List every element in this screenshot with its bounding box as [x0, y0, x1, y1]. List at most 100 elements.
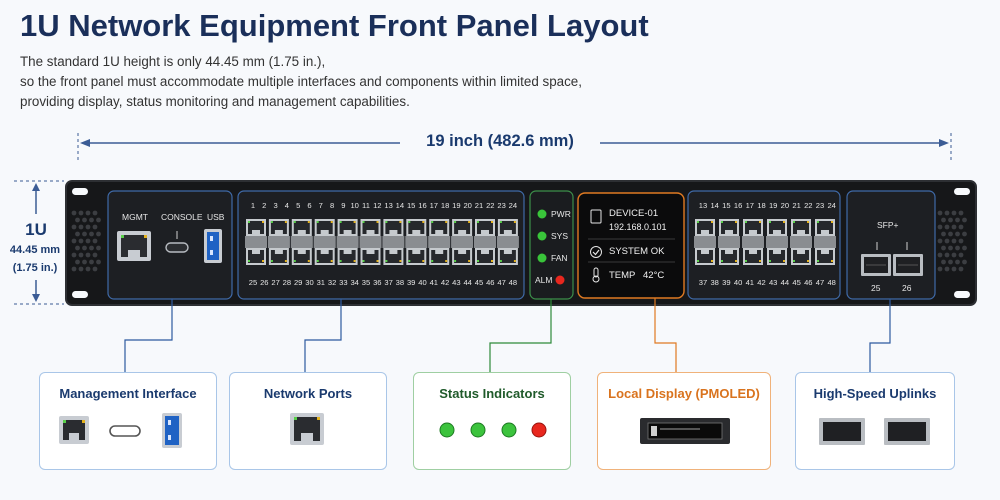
height-u-label: 1U: [25, 220, 47, 239]
rj45-icon: [59, 416, 89, 444]
port-number: 18: [440, 201, 450, 210]
port-divider: [359, 236, 382, 248]
port-number: 16: [418, 201, 427, 210]
vent-hole: [89, 245, 94, 251]
sfp-cage-25: [861, 254, 891, 276]
mount-hole-tr: [954, 188, 970, 195]
port-number: 39: [722, 278, 731, 287]
sfp-cage-icon: [884, 418, 930, 445]
rj45-port: [497, 219, 518, 236]
port-number: 20: [780, 201, 790, 210]
port-number: 42: [757, 278, 766, 287]
width-label: 19 inch (482.6 mm): [400, 132, 600, 151]
connector-mgmt: [124, 299, 173, 372]
port-number: 4: [284, 201, 289, 210]
rj45-port: [268, 219, 289, 236]
port-number: 43: [768, 278, 778, 287]
port-number: 47: [497, 278, 506, 287]
vent-hole: [89, 217, 94, 223]
rj45-port: [383, 219, 404, 236]
port-divider: [382, 236, 405, 248]
port-number: 33: [339, 278, 348, 287]
vent-hole: [948, 245, 953, 251]
callout-title: Local Display (PMOLED): [608, 386, 760, 401]
vent-hole: [92, 238, 98, 244]
alm-led-label: ALM: [535, 275, 553, 285]
vent-hole: [962, 259, 967, 265]
port-number: 35: [361, 278, 371, 287]
vent-hole: [71, 252, 77, 258]
mount-hole-bl: [72, 291, 88, 298]
display-temp-value: 42°C: [643, 270, 665, 281]
port-divider: [474, 236, 496, 248]
rj45-port: [429, 248, 450, 265]
display-temp-label: TEMP: [609, 270, 636, 281]
rj45-port: [791, 219, 811, 236]
page-title: 1U Network Equipment Front Panel Layout: [20, 8, 649, 43]
port-divider: [267, 236, 290, 248]
vent-hole: [962, 245, 967, 251]
port-number: 10: [350, 201, 359, 210]
vent-hole: [937, 266, 943, 272]
port-divider: [336, 236, 359, 248]
callout-status-indicators: Status Indicators: [413, 372, 571, 470]
vent-hole: [85, 252, 91, 258]
port-divider: [428, 236, 451, 248]
port-number: 15: [406, 201, 416, 210]
rj45-port: [719, 219, 739, 236]
port-divider: [313, 236, 336, 248]
port-divider: [405, 236, 428, 248]
width-arrow-left: [80, 139, 90, 147]
callout-icons: [819, 418, 930, 445]
subtitle-line-1: The standard 1U height is only 44.45 mm …: [20, 54, 326, 69]
port-number: 12: [373, 201, 382, 210]
green-led-icon: [439, 422, 455, 438]
vent-hole: [944, 238, 950, 244]
port-number: 43: [452, 278, 461, 287]
vent-hole: [96, 217, 101, 223]
rj45-port: [743, 248, 763, 265]
port-divider: [814, 236, 836, 248]
width-arrow-right: [939, 139, 949, 147]
rj45-port: [314, 248, 335, 265]
port-number: 45: [474, 278, 484, 287]
vent-hole: [962, 217, 967, 223]
display-section: [577, 192, 685, 299]
vent-hole: [82, 259, 87, 265]
rj45-port: [475, 248, 495, 265]
display-module-icon: [640, 418, 730, 444]
port-number: 46: [804, 278, 813, 287]
sfp-port-26-label: 26: [902, 283, 912, 293]
port-divider: [451, 236, 474, 248]
connector-sfp: [869, 299, 891, 372]
callout-network-ports: Network Ports: [229, 372, 387, 470]
port-number: 48: [827, 278, 836, 287]
port-number: 16: [733, 201, 743, 210]
vent-hole: [948, 231, 953, 237]
rj45-port: [360, 219, 381, 236]
port-number: 7: [318, 201, 323, 210]
alm-led: [555, 275, 565, 285]
usb-c-icon: [109, 425, 141, 437]
vent-hole: [78, 252, 84, 258]
vent-hole: [78, 210, 84, 216]
rj45-port: [360, 248, 381, 265]
sfp-label: SFP+: [877, 220, 899, 230]
port-divider: [766, 236, 788, 248]
vent-hole: [955, 231, 960, 237]
port-number: 30: [305, 278, 314, 287]
port-divider: [718, 236, 740, 248]
vent-hole: [955, 217, 960, 223]
rj45-port: [406, 248, 427, 265]
vent-hole: [96, 259, 101, 265]
rj45-port: [291, 219, 312, 236]
port-number: 19: [768, 201, 778, 210]
vent-hole: [92, 224, 98, 230]
port-number: 32: [327, 278, 337, 287]
port-number: 17: [745, 201, 755, 210]
vent-hole: [958, 238, 964, 244]
port-number: 39: [406, 278, 416, 287]
red-led-icon: [531, 422, 547, 438]
port-divider: [496, 236, 519, 248]
height-arrow-top: [32, 183, 40, 191]
